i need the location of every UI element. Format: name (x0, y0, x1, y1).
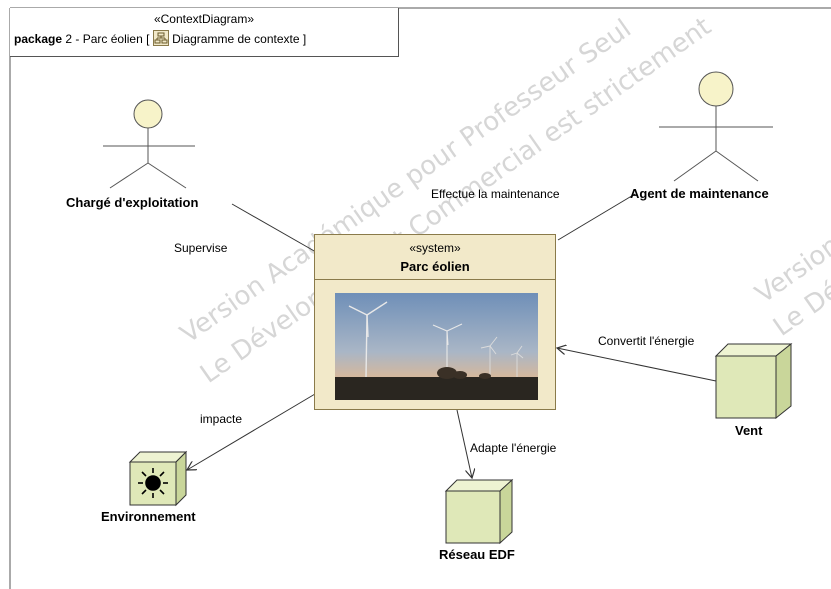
system-parc-eolien[interactable]: «system» Parc éolien (314, 234, 556, 410)
actor-agent-maintenance[interactable] (659, 71, 773, 182)
actor-label-charge: Chargé d'exploitation (66, 195, 199, 210)
block-reseau-edf[interactable] (444, 478, 514, 545)
package-title: package 2 - Parc éolien [ Diagramme de c… (14, 30, 306, 46)
link-vent (557, 348, 717, 382)
actor-label-agent: Agent de maintenance (630, 186, 769, 201)
link-supervise (231, 203, 317, 253)
system-separator (315, 279, 555, 280)
system-name: Parc éolien (400, 259, 470, 274)
package-keyword: package (14, 32, 63, 46)
relation-label-supervise: Supervise (174, 241, 228, 255)
block-vent[interactable] (714, 342, 793, 420)
block-label-environnement: Environnement (101, 509, 196, 524)
link-impacte (187, 393, 316, 470)
actor-charge-exploitation[interactable] (103, 99, 195, 189)
package-header: «ContextDiagram» package 2 - Parc éolien… (10, 8, 399, 57)
diagram-name: Diagramme de contexte ] (172, 32, 307, 46)
relation-label-maintenance: Effectue la maintenance (431, 187, 560, 201)
system-stereotype: «system» (409, 241, 461, 255)
relation-label-convertit: Convertit l'énergie (598, 334, 695, 348)
package-stereotype: «ContextDiagram» (153, 12, 255, 26)
wind-farm-photo (335, 293, 538, 400)
relation-label-adapte: Adapte l'énergie (470, 441, 557, 455)
relation-label-impacte: impacte (200, 412, 243, 426)
block-label-reseau: Réseau EDF (439, 547, 515, 562)
link-maintenance (557, 193, 636, 241)
block-label-vent: Vent (735, 423, 763, 438)
sun-icon (138, 468, 168, 498)
diagram-icon (152, 30, 169, 46)
package-name: 2 - Parc éolien [ (65, 32, 150, 46)
link-reseau (456, 409, 472, 478)
